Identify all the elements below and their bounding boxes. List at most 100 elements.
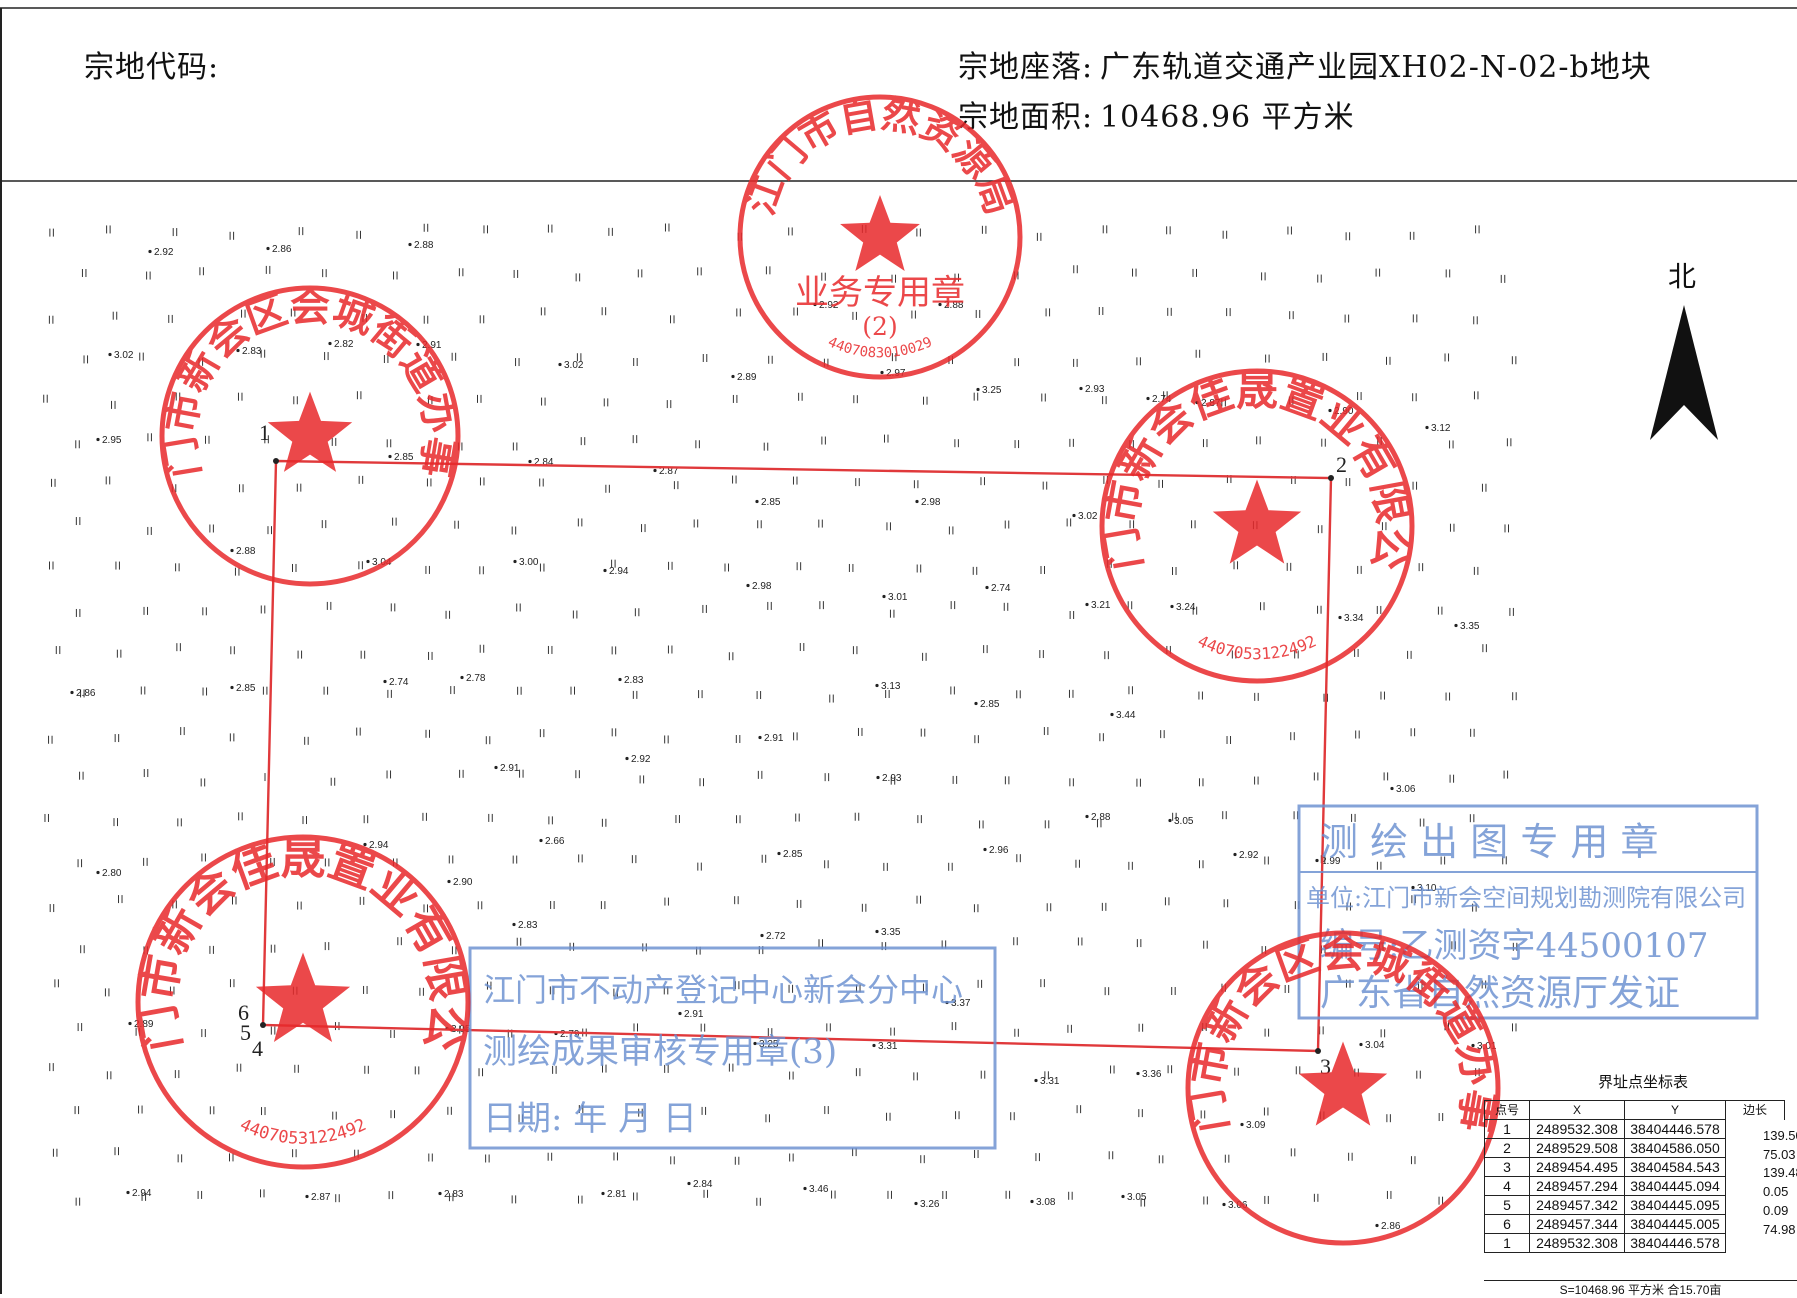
grass-symbol: [578, 1105, 584, 1114]
grass-symbol: [49, 904, 55, 913]
elevation-dot: [880, 370, 884, 375]
grass-symbol: [116, 649, 122, 658]
elevation-label: 3.05: [1127, 1192, 1147, 1203]
blue-stamp-1-line2: 测绘成果审核专用章(3): [483, 1032, 837, 1072]
grass-symbol: [517, 686, 522, 695]
grass-symbol: [668, 561, 673, 570]
header-y: Y: [1624, 1100, 1726, 1120]
grass-symbol: [1317, 525, 1323, 534]
grass-symbol: [948, 526, 954, 535]
grass-symbol: [641, 524, 646, 533]
grass-symbol: [1036, 232, 1042, 241]
grass-symbol: [1451, 941, 1456, 950]
grass-symbol: [848, 563, 854, 572]
grass-symbol: [297, 901, 302, 910]
grass-symbol: [611, 728, 617, 737]
grass-symbol: [451, 352, 457, 361]
elevation-dot: [539, 838, 543, 843]
elevation-dot: [416, 342, 420, 347]
grass-symbol: [1290, 732, 1295, 741]
grass-symbol: [478, 1068, 484, 1077]
grass-symbol: [180, 727, 185, 736]
grass-symbol: [485, 736, 491, 745]
grass-symbol: [1198, 778, 1204, 787]
grass-symbol: [854, 812, 860, 821]
grass-symbol: [1386, 1190, 1392, 1199]
grass-symbol: [913, 1072, 918, 1081]
elevation-dot: [938, 302, 942, 307]
grass-symbol: [486, 981, 492, 990]
grass-symbol: [1506, 438, 1512, 447]
grass-symbol: [950, 686, 955, 695]
grass-symbol: [1438, 1196, 1444, 1205]
grass-symbol: [1040, 979, 1045, 988]
elevation-label: 3.31: [878, 1041, 898, 1052]
star-icon: [1212, 479, 1302, 564]
elevation-dot: [1085, 602, 1089, 607]
grass-symbol: [1412, 314, 1418, 323]
grass-symbol: [1222, 811, 1227, 820]
grass-symbol: [948, 862, 953, 871]
grass-symbol: [1263, 1107, 1269, 1116]
grass-symbol: [951, 1022, 957, 1031]
elevation-dot: [983, 847, 987, 852]
grass-symbol: [1138, 1023, 1144, 1032]
elevation-label: 2.97: [886, 368, 906, 379]
grass-symbol: [1381, 522, 1387, 531]
grass-symbol: [1199, 860, 1204, 869]
elevation-label: 2.98: [921, 497, 941, 508]
elevation-label: 2.74: [389, 677, 409, 688]
point-label-1: 1: [259, 420, 270, 445]
grass-symbol: [666, 400, 672, 409]
grass-symbol: [1357, 392, 1362, 401]
cell-edge-spacer: [1725, 1233, 1785, 1253]
elevation-dot: [438, 1191, 442, 1196]
grass-symbol: [1254, 692, 1259, 701]
grass-symbol: [1290, 1148, 1296, 1157]
coordinate-table-title: 界址点坐标表: [1598, 1073, 1689, 1091]
elevation-dot: [875, 683, 879, 688]
grass-symbol: [983, 645, 988, 654]
grass-symbol: [324, 352, 329, 361]
grass-symbol: [450, 686, 455, 695]
grass-symbol: [605, 484, 610, 493]
grass-symbol: [788, 227, 793, 236]
grass-symbol: [198, 357, 204, 366]
grass-symbol: [422, 812, 427, 821]
grass-symbol: [819, 601, 824, 610]
grass-symbol: [260, 605, 266, 614]
elevation-dot: [914, 1201, 918, 1206]
elevation-dot: [408, 242, 412, 247]
grass-symbol: [540, 307, 546, 316]
grass-symbol: [459, 769, 464, 778]
elevation-dot: [305, 1194, 309, 1199]
grass-symbol: [241, 309, 246, 318]
grass-symbol: [1380, 691, 1385, 700]
grass-symbol: [397, 937, 402, 946]
grass-symbol: [168, 314, 173, 323]
grass-symbol: [601, 818, 607, 827]
grass-symbol: [231, 896, 237, 905]
elevation-dot: [1072, 513, 1076, 518]
grass-symbol: [547, 224, 553, 233]
star-icon: [840, 195, 920, 271]
grass-symbol: [479, 566, 484, 575]
grass-symbol: [234, 567, 240, 576]
cell-y: 38404586.050: [1624, 1138, 1726, 1158]
grass-symbol: [512, 855, 518, 864]
grass-symbol: [580, 437, 586, 446]
grass-symbol: [1419, 818, 1425, 827]
grass-symbol: [458, 268, 464, 277]
grass-symbol: [634, 608, 640, 617]
elevation-label: 2.94: [609, 566, 629, 577]
grass-symbol: [1233, 561, 1239, 570]
blue-stamp-1-line3: 日期: 年 月 日: [483, 1099, 697, 1139]
grass-symbol: [789, 1071, 794, 1080]
grass-symbol: [1044, 820, 1050, 829]
grass-symbol: [916, 564, 922, 573]
grass-symbol: [799, 643, 805, 652]
grass-symbol: [855, 478, 860, 487]
grass-symbol: [326, 601, 332, 610]
elevation-label: 2.66: [545, 836, 565, 847]
grass-symbol: [1286, 562, 1292, 571]
